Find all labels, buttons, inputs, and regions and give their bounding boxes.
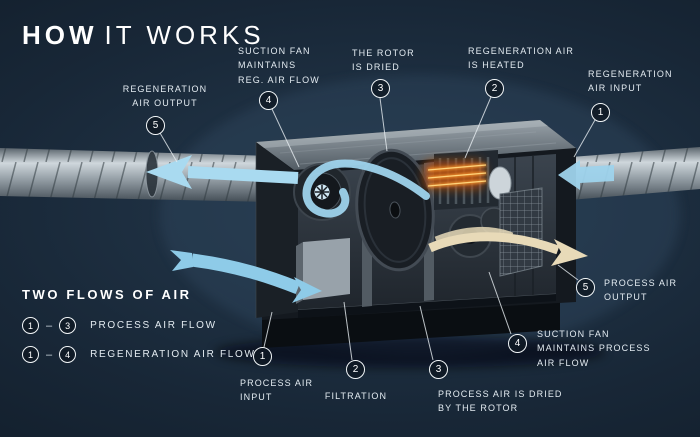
callout-label-regeneration-air-heated: REGENERATION AIR IS HEATED [468,46,574,71]
rotor [355,148,435,272]
regeneration-air-input-flow [558,160,614,190]
legend-number-badge: 1 [22,346,39,363]
callout-label-regeneration-air-input: REGENERATION AIR INPUT [588,69,673,94]
legend-row-process-air-flow: 1 – 3 PROCESS AIR FLOW [22,317,256,334]
callout-number-badge: 5 [576,278,595,297]
process-air-input-flow [170,250,322,303]
regeneration-air-output-flow [146,155,430,218]
legend-number-badge: 4 [59,346,77,363]
callout-label-regeneration-air-output: REGENERATION AIR OUTPUT [122,84,208,109]
callout-line [464,96,492,159]
legend-number-badge: 1 [22,317,39,334]
callout-line [379,97,388,152]
callout-line [573,119,596,158]
callout-line [488,271,512,335]
callout-label-suction-fan-reg: SUCTION FAN MAINTAINS REG. AIR FLOW [238,46,320,85]
unit-top-face [256,120,576,170]
callout-line [271,108,300,168]
callout-number-badge: 5 [146,116,165,135]
range-dash: – [46,348,53,361]
callout-label-process-air-dried: PROCESS AIR IS DRIED BY THE ROTOR [438,389,563,414]
callout-number-badge: 4 [259,91,278,110]
dehumidifier-unit [255,120,576,348]
unit-base [262,298,560,348]
callout-number-badge: 2 [485,79,504,98]
callout-number-badge: 2 [346,360,365,379]
callout-line [419,305,434,361]
legend-number-badge: 3 [59,317,77,334]
callout-label-process-air-output: PROCESS AIR OUTPUT [604,278,678,303]
heater [424,150,498,210]
callout-number-badge: 3 [429,360,448,379]
callout-label-suction-fan-process: SUCTION FAN MAINTAINS PROCESS AIR FLOW [537,329,651,368]
callout-line [343,301,353,361]
callout-number-badge: 1 [591,103,610,122]
range-dash: – [46,319,53,332]
callout-label-process-air-input: PROCESS AIR INPUT [240,378,314,403]
regeneration-duct-right [558,147,700,201]
callout-number-badge: 3 [371,79,390,98]
title-word-it-works: IT WORKS [104,20,265,50]
process-air-output-flow [428,226,588,266]
callout-number-badge: 4 [508,334,527,353]
filter-panel [499,187,543,277]
callout-number-badge: 1 [253,347,272,366]
title-word-how: HOW [22,20,98,50]
callout-line [263,311,273,348]
callout-line [557,264,579,281]
legend-label: PROCESS AIR FLOW [90,320,217,331]
legend-label: REGENERATION AIR FLOW [90,349,256,360]
legend: TWO FLOWS OF AIR 1 – 3 PROCESS AIR FLOW … [22,287,256,375]
regeneration-duct-left [0,148,270,202]
callout-lines [159,96,596,361]
callout-line [159,132,178,163]
callout-label-filtration: FILTRATION [324,391,388,401]
legend-heading: TWO FLOWS OF AIR [22,287,192,302]
cabinet-box [303,238,350,300]
callout-label-rotor-is-dried: THE ROTOR IS DRIED [352,48,415,73]
legend-row-regeneration-air-flow: 1 – 4 REGENERATION AIR FLOW [22,346,256,363]
